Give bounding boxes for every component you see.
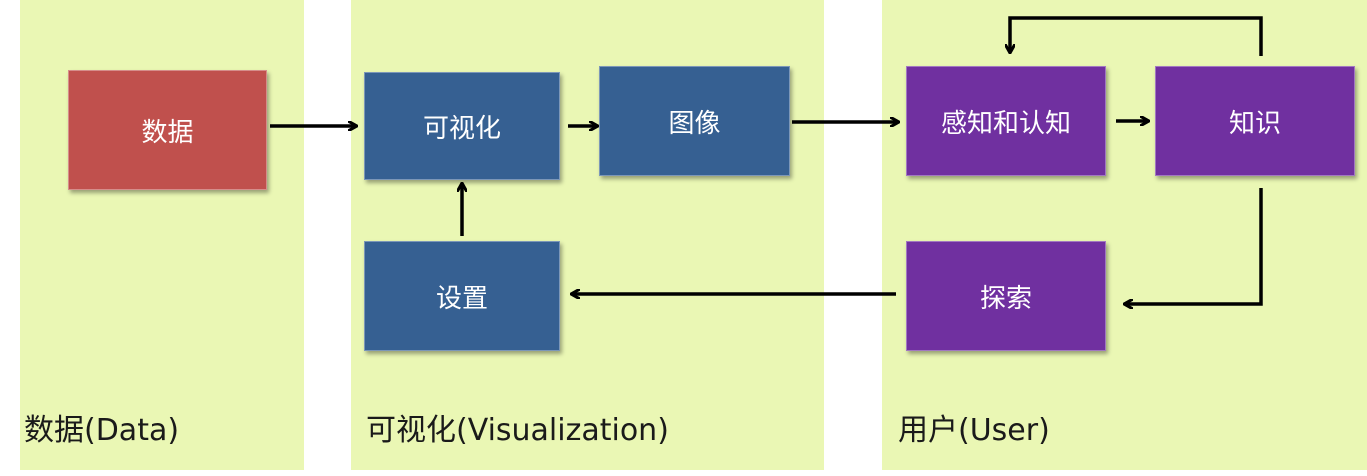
node-image: 图像 [599,66,790,176]
panel-label-data: 数据(Data) [24,413,180,448]
node-settings: 设置 [364,241,560,351]
arrow-knowledge-to-explore [1125,188,1263,304]
node-knowledge: 知识 [1155,66,1355,176]
node-explore: 探索 [906,241,1106,351]
node-visualize: 可视化 [364,72,560,180]
panel-label-user: 用户(User) [898,413,1050,448]
arrow-knowledge-to-perception-loop [1010,16,1263,56]
node-data: 数据 [68,70,267,190]
panel-label-visualization: 可视化(Visualization) [366,413,669,448]
node-perception: 感知和认知 [906,66,1106,176]
